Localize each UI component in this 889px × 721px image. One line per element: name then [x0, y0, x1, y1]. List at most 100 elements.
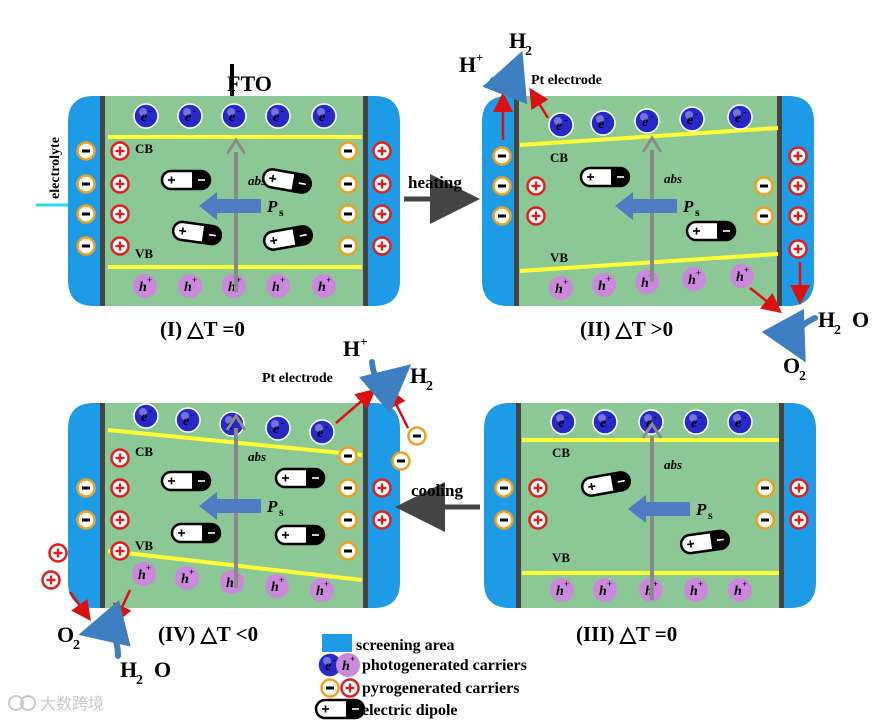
electron-shine	[598, 414, 606, 422]
hole-circle	[312, 274, 336, 298]
legend-dipole-label: electric dipole	[362, 702, 458, 719]
electron-circle	[265, 415, 291, 441]
screening-area-left	[68, 96, 100, 306]
dipole-minus	[716, 538, 724, 542]
pyro-minus-sign	[344, 212, 352, 216]
dipole-minus	[298, 182, 306, 186]
electron-label: e	[558, 416, 564, 431]
h-plus-top-text: H	[459, 52, 476, 77]
electron-charge: -	[608, 412, 611, 422]
pyro-plus-v	[56, 548, 60, 558]
pyro-minus-icon	[338, 478, 358, 498]
electron-shine	[640, 113, 648, 121]
pyro-minus-icon	[76, 204, 96, 224]
electron-charge: -	[237, 106, 240, 116]
electron-shine	[323, 657, 331, 665]
electron-charge: -	[743, 107, 746, 117]
hole-icon: h+	[550, 578, 574, 602]
pyro-minus-icon	[76, 510, 96, 530]
pyro-minus-sign	[413, 434, 421, 438]
vb-band	[519, 252, 779, 273]
pyro-minus-icon	[338, 446, 358, 466]
pyro-minus-sign	[82, 182, 90, 186]
h2o-II: H2	[818, 307, 841, 338]
pyro-minus-icon	[76, 174, 96, 194]
pyro-plus-v	[797, 515, 801, 525]
electron-charge: -	[327, 106, 330, 116]
abs-head	[641, 421, 663, 439]
electron-circle	[548, 112, 574, 138]
heating-label: heating	[408, 173, 462, 192]
electron-charge: -	[564, 115, 567, 125]
electric-dipole-icon	[579, 166, 631, 188]
pyro-plus-v	[118, 546, 122, 556]
electrode-right	[777, 96, 782, 306]
dipole-plus-v	[180, 529, 183, 537]
pyro-plus-icon	[110, 478, 130, 498]
electron-icon: e-	[592, 409, 618, 435]
screening-area-left	[482, 96, 514, 306]
ps-subscript: s	[708, 508, 713, 522]
absorption-arrow: abs	[641, 421, 682, 600]
hole-label: h	[736, 270, 744, 285]
pyro-plus-icon	[372, 236, 392, 256]
cb-label: CB	[135, 141, 153, 156]
h2-IV-sub: 2	[426, 379, 433, 394]
pyro-plus-v	[380, 209, 384, 219]
hole-icon: h+	[593, 578, 617, 602]
pyro-plus-icon	[48, 543, 68, 563]
electron-shine	[644, 414, 652, 422]
h2o-IV-sub: 2	[136, 673, 143, 688]
watermark-logo-2	[20, 695, 36, 711]
electron-shine	[227, 108, 235, 116]
electron-circle	[133, 403, 159, 429]
dipole-minus	[198, 480, 205, 482]
dipole-minus	[198, 179, 205, 181]
hole-icon: h+	[265, 574, 289, 598]
pyro-minus-icon	[492, 176, 512, 196]
dipole-plus-v	[589, 173, 592, 181]
pyro-plus-icon	[110, 510, 130, 530]
pyro-minus-sign	[397, 459, 405, 463]
electron-shine	[317, 108, 325, 116]
hole-label: h	[184, 280, 192, 295]
hole-charge: +	[147, 275, 152, 285]
vb-label: VB	[135, 246, 153, 261]
pyro-minus-icon	[338, 510, 358, 530]
dipole-plus-v	[689, 540, 692, 548]
pyro-plus-icon	[372, 478, 392, 498]
pyro-plus-v	[534, 211, 538, 221]
screening-area-left	[484, 403, 516, 608]
pyro-plus-v	[118, 453, 122, 463]
electron-charge: -	[281, 106, 284, 116]
hole-charge: +	[696, 268, 701, 278]
hole-circle	[132, 562, 156, 586]
hole-circle	[592, 273, 616, 297]
pyro-minus-sign	[500, 518, 508, 522]
electron-shine	[685, 111, 693, 119]
vb-label: VB	[550, 250, 568, 265]
pyro-minus-icon	[76, 141, 96, 161]
dipole-plus-v	[170, 477, 173, 485]
electron-charge: -	[654, 412, 657, 422]
electron-label: e	[325, 659, 331, 674]
dipole-minus	[299, 233, 307, 237]
pyro-plus-icon	[110, 448, 130, 468]
electron-label: e	[319, 110, 325, 125]
pyro-plus-icon	[110, 236, 130, 256]
electron-label: e	[273, 422, 279, 437]
electric-dipole-icon	[679, 529, 731, 555]
electron-label: e	[317, 426, 323, 441]
electron-icon: e-	[679, 106, 705, 132]
hole-charge: +	[698, 579, 703, 589]
pyro-minus-icon	[338, 541, 358, 561]
dipole-minus	[208, 532, 215, 534]
electron-circle	[175, 407, 201, 433]
hole-icon: h+	[684, 578, 708, 602]
